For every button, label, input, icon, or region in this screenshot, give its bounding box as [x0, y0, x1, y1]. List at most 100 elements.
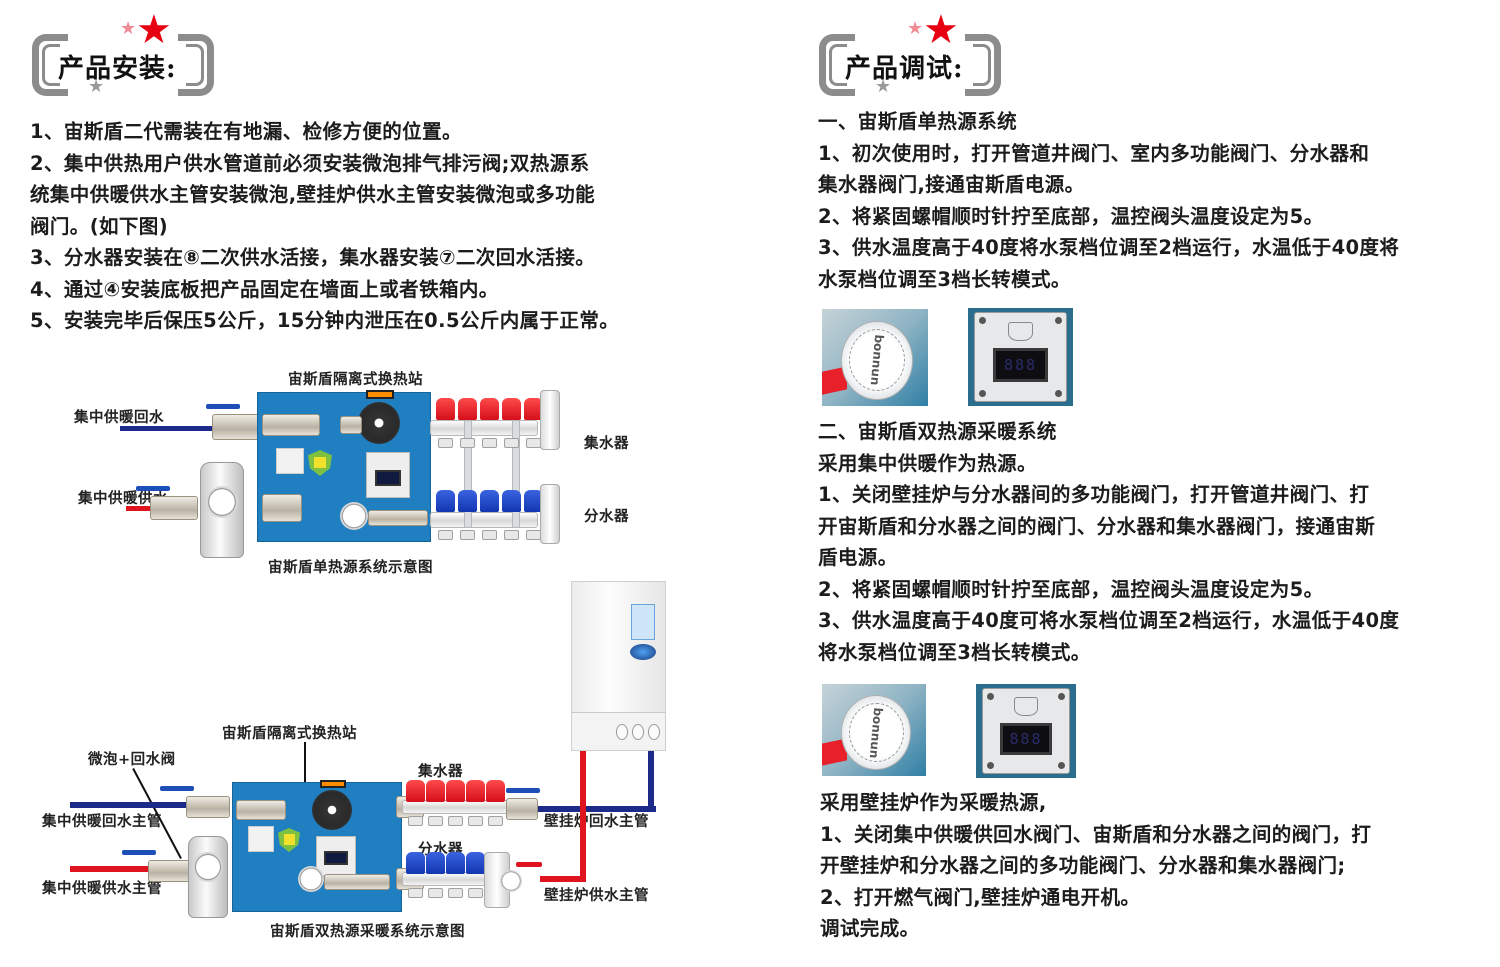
screw: [1058, 762, 1065, 770]
supply-valve-handle: [136, 486, 170, 491]
display-digits: 888: [1009, 729, 1043, 748]
screw: [987, 692, 994, 700]
panel-outlet-fitting: [368, 510, 428, 526]
circulation-pump: [358, 402, 400, 444]
panel-label-sticker: [248, 826, 274, 852]
installation-step: 4、通过④安装底板把产品固定在墙面上或者铁箱内。: [30, 277, 499, 301]
commissioning-heading: 产品调试:: [845, 54, 964, 84]
central-supply-valve: [148, 860, 192, 882]
commissioning-line: 采用集中供暖作为热源。: [818, 451, 1037, 475]
red-valve-cap: [502, 398, 521, 420]
display-logo: [1007, 321, 1034, 342]
commissioning-line: 调试完成。: [820, 917, 920, 940]
boiler-supply-pipe-vertical: [580, 751, 586, 881]
commissioning-line: 2、将紧固螺帽顺时针拧至底部，温控阀头温度设定为5。: [818, 577, 1324, 601]
manifold-bracket: [512, 420, 520, 528]
temperature-controller: [316, 836, 356, 876]
section-title: 一、宙斯盾单热源系统: [818, 110, 1018, 133]
bracket-left-inner-decoration: [42, 44, 60, 86]
panel-label-sticker: [276, 448, 304, 474]
blue-valve-cap: [458, 490, 477, 512]
separator-gauge: [206, 486, 238, 518]
display-screen: 888: [993, 348, 1048, 382]
pump-fitting: [340, 416, 362, 434]
return-valve: [212, 414, 260, 440]
commissioning-heading-badge: ★ ★ ★ 产品调试:: [815, 10, 1005, 100]
manifold-outlet: [438, 530, 453, 540]
central-supply-main-label: 集中供暖供水主管: [42, 881, 162, 897]
dial-scale: [848, 703, 904, 763]
boiler-supply-valve-handle: [516, 862, 542, 867]
screw: [1054, 390, 1062, 398]
manifold-outlet: [482, 530, 497, 540]
bracket-left-inner-decoration: [829, 44, 847, 86]
dial-scale: [849, 329, 906, 392]
thermostatic-valve-head-photo: bonnun: [822, 309, 928, 406]
controller-display-photo: 888: [968, 308, 1073, 406]
manifold-outlet: [438, 438, 453, 448]
display-screen: 888: [1000, 722, 1052, 755]
display-housing: 888: [974, 311, 1067, 403]
single-source-commissioning: 一、宙斯盾单热源系统 1、初次使用时，打开管道井阀门、室内多功能阀门、分水器和 …: [818, 106, 1399, 295]
central-return-valve-handle: [160, 786, 194, 791]
supply-valve: [150, 496, 198, 520]
diagram-title: 宙斯盾隔离式换热站: [222, 726, 357, 742]
commissioning-line: 集水器阀门,接通宙斯盾电源。: [818, 173, 1085, 196]
screw: [979, 390, 987, 398]
central-return-valve: [186, 796, 230, 818]
distributor-label: 分水器: [584, 509, 629, 525]
collector-label: 集水器: [418, 764, 463, 780]
boiler-energy-label: [631, 604, 655, 640]
distributor-air-vent: [540, 484, 560, 544]
supply-pipe: [126, 506, 156, 511]
pressure-gauge: [340, 502, 368, 530]
diagram-caption: 宙斯盾单热源系统示意图: [268, 560, 433, 576]
boiler-supply-main-label: 壁挂炉供水主管: [544, 888, 649, 904]
red-star-icon: ★: [136, 7, 172, 53]
thermostat-knob: bonnun: [841, 320, 914, 401]
boiler-return-valve: [506, 798, 538, 820]
display-logo: [1013, 697, 1039, 716]
section-title: 二、宙斯盾双热源采暖系统: [818, 420, 1057, 443]
red-valve-cap: [458, 398, 477, 420]
panel-outlet-fitting: [324, 874, 390, 890]
red-valve-cap: [426, 780, 445, 802]
installation-heading-badge: ★ ★ ★ 产品安装:: [28, 10, 218, 100]
controller-screen: [323, 851, 349, 866]
commissioning-line: 2、打开燃气阀门,壁挂炉通电开机。: [820, 885, 1141, 909]
blue-valve-cap: [466, 852, 485, 874]
blue-valve-cap: [406, 852, 425, 874]
grey-star-icon: ★: [88, 76, 105, 97]
panel-lower-fitting: [262, 494, 302, 522]
commissioning-line: 将水泵档位调至3档长转模式。: [818, 640, 1091, 664]
manifold-outlet: [468, 888, 483, 898]
manifold-outlet: [408, 816, 423, 826]
installation-step: 3、分水器安装在⑧二次供水活接，集水器安装⑦二次回水活接。: [30, 246, 596, 269]
station-leader-line: [304, 742, 306, 798]
bracket-left-decoration: [32, 34, 68, 96]
central-return-pipe: [70, 802, 192, 808]
boiler-return-pipe-horizontal: [534, 806, 656, 812]
bracket-right-inner-decoration: [186, 44, 204, 86]
manifold-outlet: [408, 888, 423, 898]
manifold-outlet: [488, 816, 503, 826]
installation-step: 5、安装完毕后保压5公斤，15分钟内泄压在0.5公斤内属于正常。: [30, 309, 620, 332]
blue-valve-cap: [480, 490, 499, 512]
controller-display-photo: 888: [976, 684, 1076, 778]
blue-valve-cap: [426, 852, 445, 874]
display-housing: 888: [982, 687, 1070, 775]
controller-screen: [374, 469, 402, 486]
panel-inlet-fitting: [262, 414, 320, 436]
commissioning-line: 1、关闭集中供暖供回水阀门、宙斯盾和分水器之间的阀门，打: [820, 822, 1372, 846]
bracket-left-decoration: [819, 34, 855, 96]
diagram-title: 宙斯盾隔离式换热站: [288, 372, 423, 388]
central-supply-pipe: [70, 866, 174, 872]
collector-label: 集水器: [584, 436, 629, 452]
blue-valve-cap: [524, 490, 543, 512]
central-supply-label: 集中供暖供水: [78, 491, 168, 507]
red-valve-cap: [524, 398, 543, 420]
boiler-knob: [648, 724, 660, 740]
screw: [987, 762, 994, 770]
bracket-right-decoration: [965, 34, 1001, 96]
boiler-return-pipe-vertical: [648, 751, 654, 811]
